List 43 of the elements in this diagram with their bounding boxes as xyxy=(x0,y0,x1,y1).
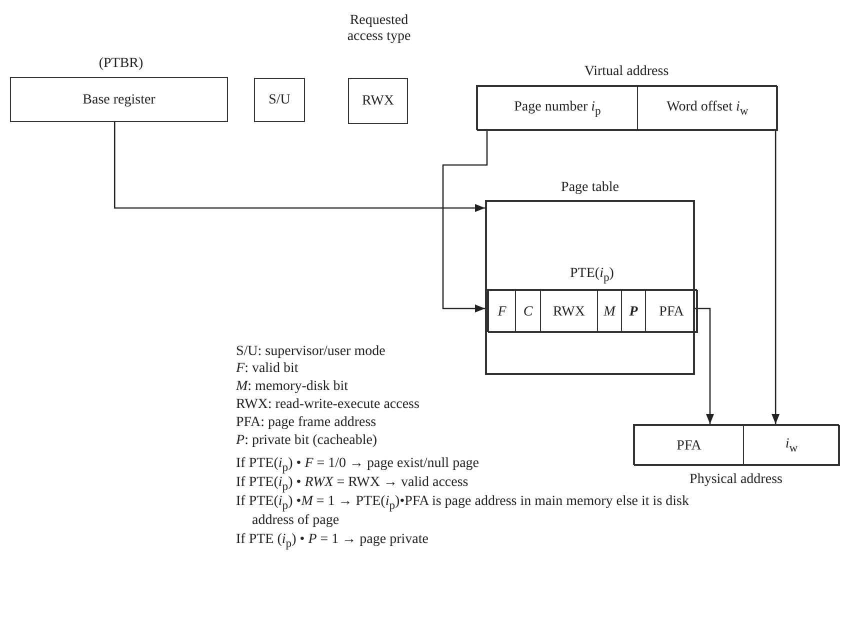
field-label: RWX xyxy=(361,93,395,109)
address-field xyxy=(634,425,744,466)
heading-label: Page table xyxy=(560,180,620,196)
address-field xyxy=(637,86,778,131)
key-label: F: valid bit xyxy=(236,361,298,378)
field-label: Word offset i$_{w}$ xyxy=(666,99,750,118)
register-box xyxy=(254,78,305,122)
field-label: Page number i$_{p}$ xyxy=(513,99,602,118)
annotation-label: Requested access type xyxy=(346,13,412,46)
note-text: If PTE(i$_{p}$) • RWX = RWX → valid access xyxy=(236,475,470,494)
bit-field xyxy=(515,290,541,333)
bit-field xyxy=(621,290,646,333)
key-label: P: private bit (cacheable) xyxy=(236,433,378,450)
arrow xyxy=(442,130,488,312)
field-label: F xyxy=(496,304,508,320)
field-label: RWX xyxy=(552,304,586,320)
key-label: PFA: page frame address xyxy=(236,415,376,432)
note-text: If PTE (i$_{p}$) • P = 1 → page private xyxy=(236,532,430,551)
arrow xyxy=(695,308,714,424)
heading-label: Physical address xyxy=(688,472,784,488)
bit-field xyxy=(645,290,698,333)
key-label: M: memory-disk bit xyxy=(236,379,348,396)
field-label: C xyxy=(522,304,534,320)
field-label: PFA xyxy=(658,304,685,320)
field-label: S/U xyxy=(268,92,292,108)
key-label: S/U: supervisor/user mode xyxy=(236,344,386,361)
field-label: Base register xyxy=(82,92,156,108)
field-label: P xyxy=(628,304,639,320)
bit-field xyxy=(540,290,598,333)
note-text: If PTE(i$_{p}$) • F = 1/0 → page exist/null page xyxy=(236,456,480,475)
address-field xyxy=(477,86,638,131)
bit-field xyxy=(488,290,516,333)
annotation-label: (PTBR) xyxy=(98,56,144,72)
field-label: i$_{w}$ xyxy=(784,436,799,455)
arrow xyxy=(114,122,485,212)
field-label: PFA xyxy=(676,438,702,454)
heading-label: PTE(i$_{p}$) xyxy=(569,266,615,285)
field-label: M xyxy=(602,304,617,320)
bit-field xyxy=(597,290,622,333)
address-field xyxy=(743,425,840,466)
key-label: RWX: read-write-execute access xyxy=(236,397,420,414)
arrow xyxy=(772,130,780,424)
heading-label: Virtual address xyxy=(583,64,670,80)
